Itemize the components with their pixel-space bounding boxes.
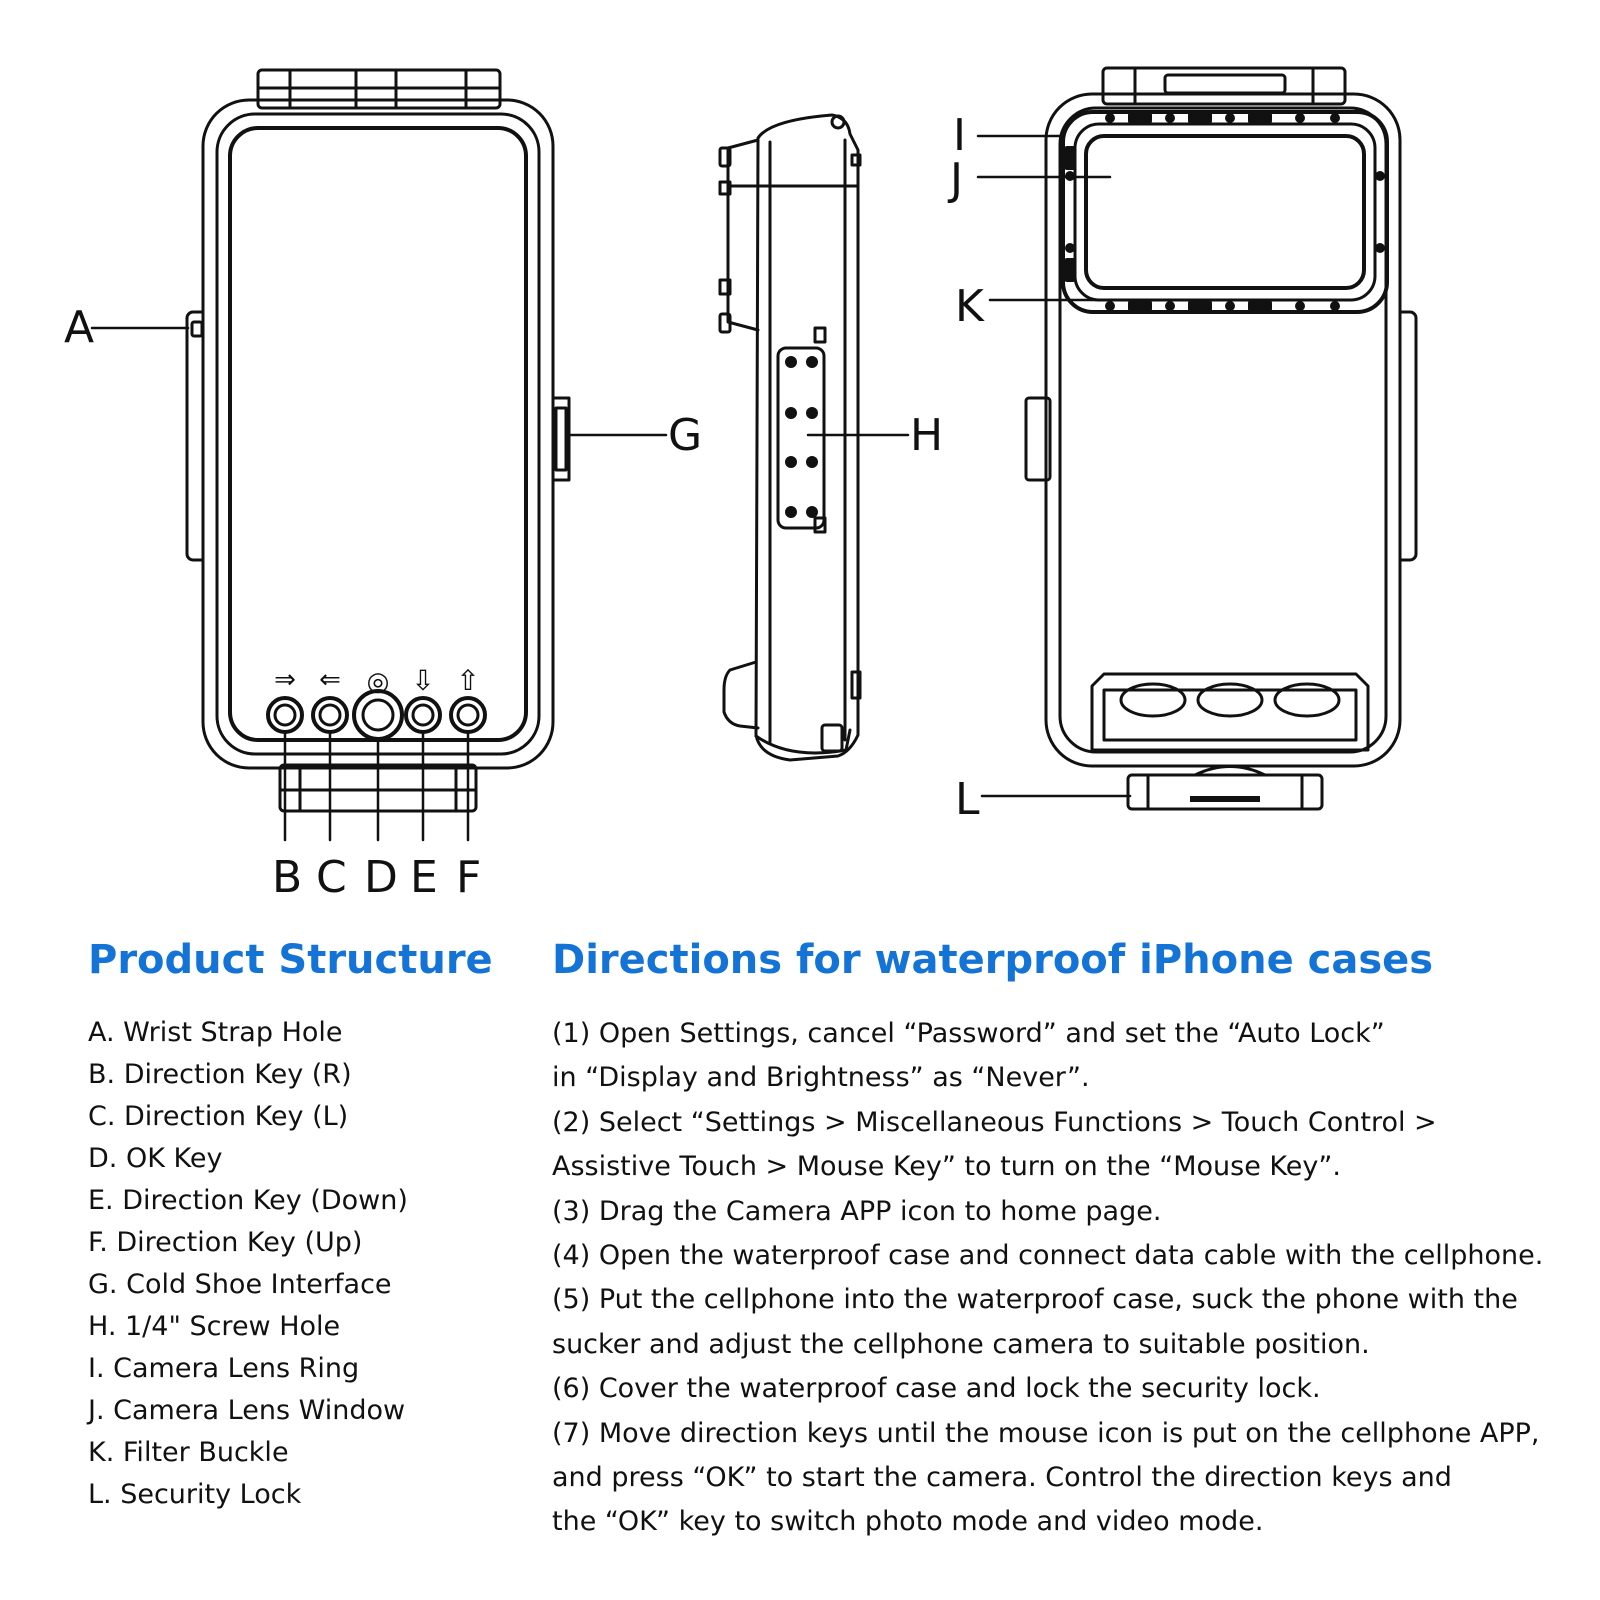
- callout-j: J: [950, 154, 963, 205]
- direction-key-l: [311, 696, 349, 734]
- filter-buckle: [1064, 112, 1385, 312]
- direction-key-down: [404, 696, 442, 734]
- callout-g: G: [668, 410, 703, 461]
- product-structure-list: A. Wrist Strap Hole B. Direction Key (R)…: [88, 1012, 408, 1516]
- back-case-body: [1044, 92, 1402, 768]
- cold-shoe-interface: [551, 396, 571, 482]
- back-leader-lines: [976, 134, 1132, 798]
- callout-a: A: [64, 302, 95, 353]
- front-view: ⇒ ⇐ ◎ ⇩ ⇧: [90, 68, 668, 842]
- direction-line: (6) Cover the waterproof case and lock t…: [552, 1373, 1321, 1405]
- security-lock: [1126, 765, 1324, 811]
- up-arrow-icon: ⇧: [456, 664, 479, 697]
- back-view: [976, 66, 1418, 811]
- side-case-body: [754, 113, 860, 762]
- left-arrow-icon: ⇐: [319, 665, 341, 695]
- direction-line: Assistive Touch > Mouse Key” to turn on …: [552, 1151, 1341, 1183]
- callout-c: C: [316, 852, 347, 903]
- list-item: F. Direction Key (Up): [88, 1227, 363, 1258]
- callout-i: I: [953, 110, 966, 161]
- wrist-strap-hole: [185, 310, 205, 562]
- ok-key: [352, 689, 404, 741]
- directions-list: (1) Open Settings, cancel “Password” and…: [552, 1012, 1543, 1545]
- directions-title: Directions for waterproof iPhone cases: [552, 937, 1434, 983]
- list-item: I. Camera Lens Ring: [88, 1353, 360, 1384]
- direction-line: (3) Drag the Camera APP icon to home pag…: [552, 1195, 1162, 1227]
- callout-h: H: [910, 410, 944, 461]
- camera-lens-ring: [1061, 110, 1389, 314]
- key-symbols: ⇒ ⇐ ◎ ⇩ ⇧: [274, 664, 480, 697]
- ok-symbol-icon: ◎: [367, 667, 390, 697]
- front-leader-lines: [90, 326, 668, 842]
- camera-lens-window: [1084, 134, 1366, 290]
- direction-line: and press “OK” to start the camera. Cont…: [552, 1461, 1452, 1493]
- callout-k: K: [955, 281, 984, 332]
- down-arrow-icon: ⇩: [411, 664, 434, 697]
- direction-line: (2) Select “Settings > Miscellaneous Fun…: [552, 1106, 1437, 1138]
- callout-f: F: [456, 852, 482, 903]
- callout-b: B: [272, 852, 303, 903]
- direction-line: (5) Put the cellphone into the waterproo…: [552, 1284, 1518, 1316]
- direction-line: (4) Open the waterproof case and connect…: [552, 1239, 1544, 1271]
- list-item: B. Direction Key (R): [88, 1059, 352, 1090]
- callout-d: D: [364, 852, 398, 903]
- direction-line: the “OK” key to switch photo mode and vi…: [552, 1506, 1264, 1538]
- callout-l: L: [955, 774, 980, 825]
- list-item: C. Direction Key (L): [88, 1101, 349, 1132]
- side-view: [718, 113, 910, 762]
- list-item: E. Direction Key (Down): [88, 1185, 408, 1216]
- right-arrow-icon: ⇒: [274, 665, 296, 695]
- list-item: K. Filter Buckle: [88, 1437, 289, 1468]
- screw-hole-plate: [776, 346, 826, 530]
- list-item: A. Wrist Strap Hole: [88, 1017, 343, 1048]
- callout-e: E: [410, 852, 438, 903]
- direction-key-up: [449, 696, 487, 734]
- list-item: G. Cold Shoe Interface: [88, 1269, 392, 1300]
- product-structure-title: Product Structure: [88, 937, 493, 983]
- direction-line: in “Display and Brightness” as “Never”.: [552, 1062, 1090, 1094]
- list-item: D. OK Key: [88, 1143, 223, 1174]
- direction-line: (7) Move direction keys until the mouse …: [552, 1417, 1540, 1449]
- direction-line: sucker and adjust the cellphone camera t…: [552, 1328, 1370, 1360]
- list-item: J. Camera Lens Window: [88, 1395, 406, 1426]
- list-item: H. 1/4" Screw Hole: [88, 1311, 341, 1342]
- case-diagram: ⇒ ⇐ ◎ ⇩ ⇧: [90, 66, 1418, 842]
- direction-line: (1) Open Settings, cancel “Password” and…: [552, 1018, 1385, 1049]
- direction-key-r: [266, 696, 304, 734]
- list-item: L. Security Lock: [88, 1479, 302, 1510]
- screw-holes: [785, 356, 818, 518]
